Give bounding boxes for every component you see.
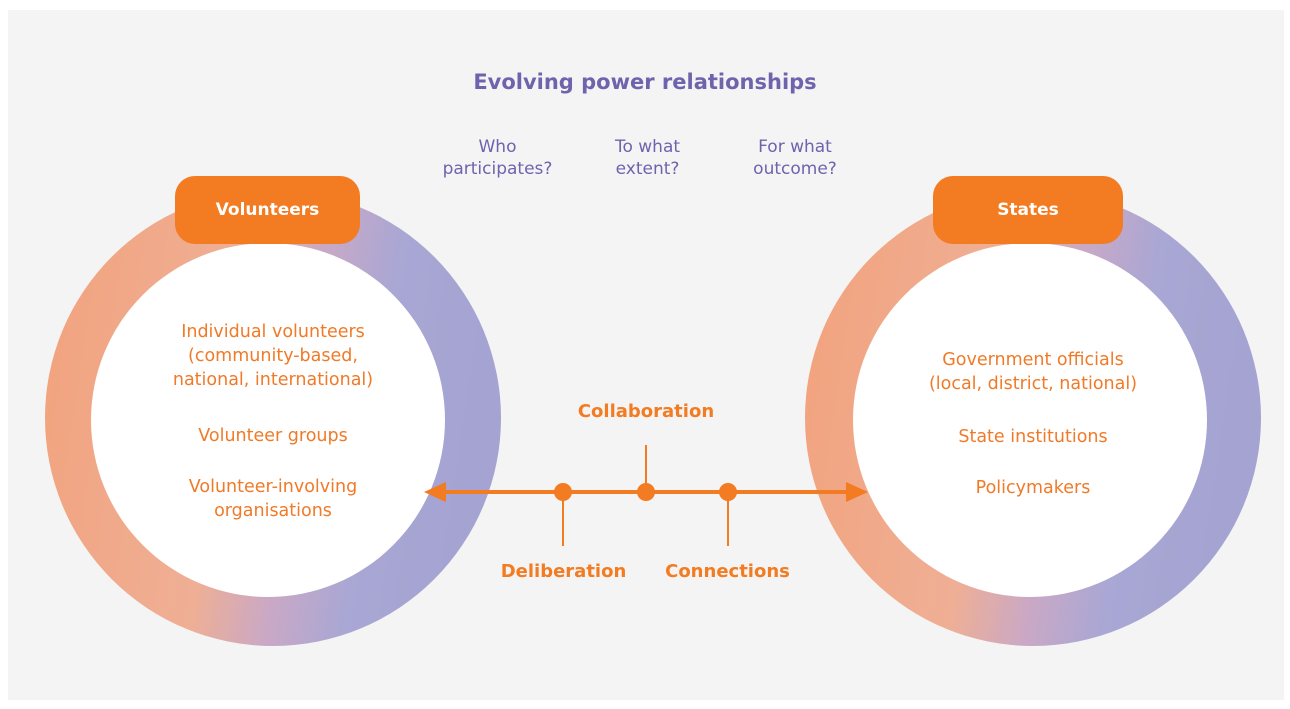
connections-label: Connections <box>665 561 790 582</box>
item-line: Policymakers <box>975 478 1091 498</box>
connections-dot <box>719 483 737 501</box>
arrow-right-head <box>846 482 868 502</box>
states-label: States <box>933 176 1123 244</box>
item-line: organisations <box>214 501 332 521</box>
question-outcome: For what outcome? <box>725 136 865 180</box>
diagram-title: Evolving power relationships <box>473 70 817 94</box>
deliberation-dot <box>554 483 572 501</box>
volunteers-item-organisations: Volunteer-involving organisations <box>128 475 418 523</box>
item-line: (community-based, <box>188 346 358 366</box>
item-line: Volunteer-involving <box>188 477 358 497</box>
item-line: Individual volunteers <box>181 322 365 342</box>
question-line: outcome? <box>753 159 837 179</box>
states-ring <box>805 190 1261 646</box>
question-line: Who <box>478 137 517 157</box>
question-extent: To what extent? <box>590 136 705 180</box>
states-item-officials: Government officials (local, district, n… <box>888 348 1178 396</box>
states-item-policymakers: Policymakers <box>888 476 1178 500</box>
volunteers-item-individual: Individual volunteers (community-based, … <box>128 320 418 392</box>
volunteers-label: Volunteers <box>175 176 360 244</box>
item-line: national, international) <box>172 370 374 390</box>
question-line: extent? <box>615 159 680 179</box>
question-who: Who participates? <box>420 136 575 180</box>
item-line: State institutions <box>958 427 1108 447</box>
states-item-institutions: State institutions <box>888 425 1178 449</box>
question-line: participates? <box>442 159 553 179</box>
volunteers-ring <box>45 190 501 646</box>
question-line: For what <box>758 137 832 157</box>
item-line: Volunteer groups <box>198 426 348 446</box>
item-line: Government officials <box>942 350 1124 370</box>
collaboration-dot <box>637 483 655 501</box>
collaboration-label: Collaboration <box>577 401 715 422</box>
deliberation-label: Deliberation <box>500 561 627 582</box>
arrow-left-head <box>424 482 446 502</box>
item-line: (local, district, national) <box>928 374 1138 394</box>
question-line: To what <box>614 137 681 157</box>
volunteers-item-groups: Volunteer groups <box>128 424 418 448</box>
